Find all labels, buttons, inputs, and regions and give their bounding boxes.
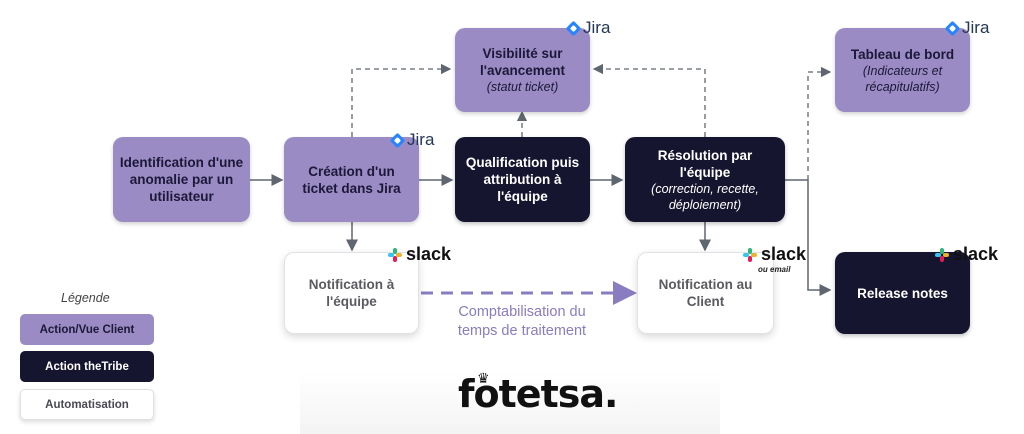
slack-icon: [388, 247, 402, 262]
slack-label: slack: [953, 244, 999, 264]
jira-label: Jira: [962, 18, 990, 37]
node-notif-client-title: Notification au Client: [658, 277, 753, 309]
node-visibilite-title: Visibilité sur l'avancement: [479, 46, 565, 78]
node-tableau-title: Tableau de bord: [850, 46, 955, 62]
node-notif-equipe: Notification à l'équipe: [284, 252, 419, 334]
node-identification: Identification d'une anomalie par un uti…: [113, 137, 250, 222]
node-qualification-title: Qualification puis attribution à l'équip…: [465, 155, 580, 204]
node-identification-title: Identification d'une anomalie par un uti…: [119, 155, 244, 204]
node-resolution-subtitle: (correction, recette, déploiement): [651, 181, 759, 212]
node-qualification: Qualification puis attribution à l'équip…: [455, 137, 590, 222]
slack-badge-equipe: slack: [388, 244, 451, 265]
slack-badge-release: slack: [935, 244, 998, 265]
brand-logo: fotetsa.: [458, 372, 618, 416]
node-creation: Création d'un ticket dans Jira: [284, 137, 419, 222]
node-tableau-subtitle: (Indicateurs et récapitulatifs): [862, 63, 943, 94]
node-resolution: Résolution par l'équipe (correction, rec…: [625, 137, 785, 222]
node-notif-client: Notification au Client: [637, 252, 774, 334]
legend-item-auto: Automatisation: [20, 389, 154, 420]
jira-badge-tableau: Jira: [944, 18, 990, 38]
node-visibilite: Visibilité sur l'avancement (statut tick…: [455, 28, 590, 112]
legend-title: Légende: [61, 291, 110, 305]
crown-icon: ♛: [477, 370, 490, 386]
jira-icon: [389, 132, 406, 148]
logo-backdrop: [300, 372, 720, 434]
node-creation-title: Création d'un ticket dans Jira: [302, 163, 401, 196]
node-release-title: Release notes: [857, 285, 948, 301]
node-visibilite-subtitle: (statut ticket): [486, 80, 559, 94]
node-release: Release notes: [835, 252, 970, 334]
jira-icon: [565, 20, 582, 36]
jira-label: Jira: [407, 130, 435, 149]
jira-label: Jira: [583, 18, 611, 37]
jira-badge-visibilite: Jira: [565, 18, 611, 38]
slack-icon: [743, 247, 757, 262]
slack-icon: [935, 247, 949, 262]
node-resolution-title: Résolution par l'équipe: [657, 147, 753, 180]
node-notif-equipe-title: Notification à l'équipe: [308, 277, 395, 309]
slack-sub-label: ou email: [758, 265, 791, 274]
legend-item-client: Action/Vue Client: [20, 314, 154, 345]
slack-label: slack: [406, 244, 452, 264]
node-tableau: Tableau de bord (Indicateurs et récapitu…: [835, 28, 970, 112]
arrow-resolution-branch: [785, 179, 832, 296]
slack-label: slack: [761, 244, 807, 264]
measure-label: Comptabilisation du temps de traitement: [457, 304, 587, 339]
arrow-resolution-tableau: [807, 66, 832, 180]
jira-icon: [944, 20, 961, 36]
slack-badge-client: slack: [743, 244, 806, 265]
jira-badge-creation: Jira: [389, 130, 435, 150]
arrow-creation-visibilite: [351, 63, 452, 137]
arrow-resolution-visibilite: [592, 63, 706, 137]
legend-item-tribe: Action theTribe: [20, 351, 154, 382]
